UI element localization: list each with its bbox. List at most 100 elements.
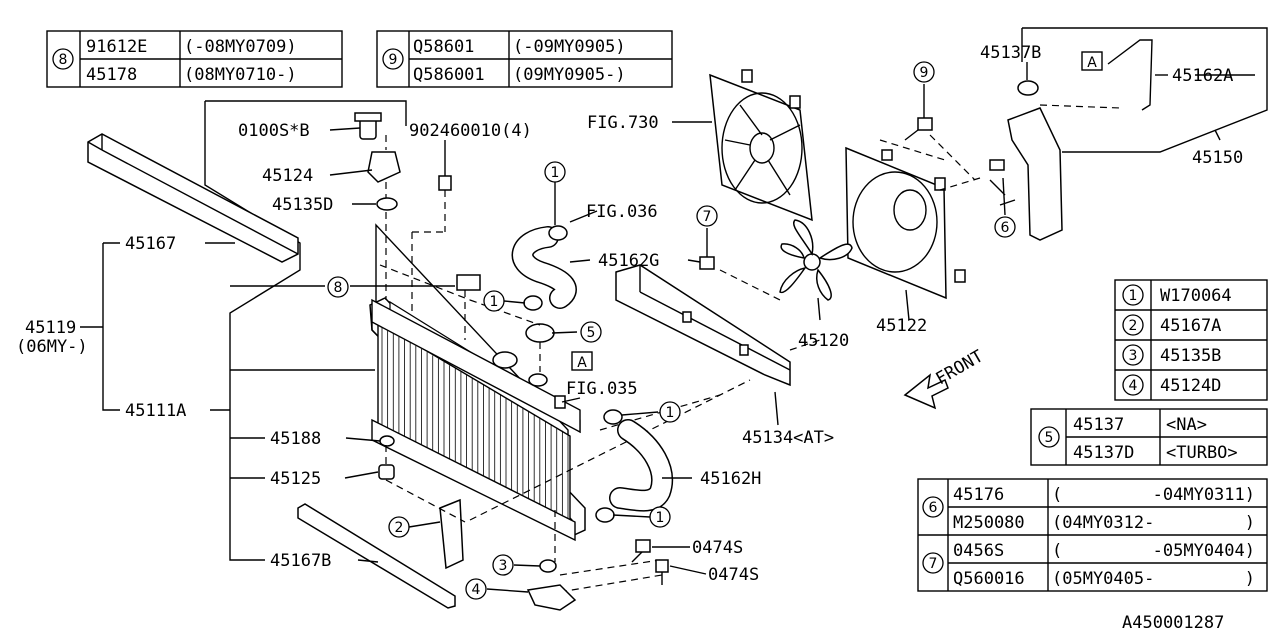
table14-part4: 45124D: [1160, 376, 1221, 396]
table5-row2-part: 45137D: [1073, 443, 1134, 463]
box-a-top-label: A: [1087, 55, 1097, 71]
table67-ref7: 7: [929, 556, 938, 572]
label-45167: 45167: [125, 234, 176, 254]
callout-5: 5: [587, 325, 596, 341]
label-45162g: 45162G: [598, 251, 659, 271]
label-0474s-lower: 0474S: [708, 565, 759, 585]
table14-part3: 45135B: [1160, 346, 1221, 366]
label-45134: 45134<AT>: [742, 428, 834, 448]
table14-part1: W170064: [1160, 286, 1232, 306]
table14-ref3: 3: [1129, 348, 1138, 364]
callout-6: 6: [1001, 220, 1010, 236]
label-45162a: 45162A: [1172, 66, 1233, 86]
table14-ref4: 4: [1129, 378, 1138, 394]
table67-g7-r1-to: -05MY0404): [1153, 541, 1255, 561]
callout-4: 4: [472, 582, 481, 598]
table67-g6-r2-from: (04MY0312-: [1052, 513, 1154, 533]
table67-g7-r1-part: 0456S: [953, 541, 1004, 561]
reservoir-leader-frame: [1021, 27, 1268, 153]
air-guide-45134: [615, 264, 791, 387]
table8-ref: 8: [59, 52, 68, 68]
label-902460010: 902460010(4): [409, 121, 532, 141]
table-ref-6-7: 6 7 45176 ( -04MY0311) M250080 (04MY0312…: [917, 478, 1268, 592]
reservoir-tank: [989, 39, 1153, 241]
table5-row2-range: <TURBO>: [1166, 443, 1238, 463]
diagram-id: A450001287: [1122, 613, 1224, 633]
table-ref-9: 9 Q58601 (-09MY0905) Q586001 (09MY0905-): [376, 30, 673, 88]
table67-g7-r1-from: (: [1052, 541, 1062, 561]
table67-g6-r2-to: ): [1245, 513, 1255, 533]
label-45162h: 45162H: [700, 469, 761, 489]
callout-3: 3: [499, 558, 508, 574]
label-45119: 45119: [25, 318, 76, 338]
table67-g7-r2-part: Q560016: [953, 569, 1025, 589]
table5-ref: 5: [1045, 430, 1054, 446]
label-45135d: 45135D: [272, 195, 333, 215]
table67-g7-r2-from: (05MY0405-: [1052, 569, 1154, 589]
table14-part2: 45167A: [1160, 316, 1221, 336]
radiator: [369, 223, 586, 542]
reference-box-a-top: A: [1081, 51, 1103, 71]
table67-g6-r2-part: M250080: [953, 513, 1025, 533]
table9-ref: 9: [389, 52, 398, 68]
label-0474s-upper: 0474S: [692, 538, 743, 558]
table9-row1-range: (-09MY0905): [513, 37, 626, 57]
fan-shroud-45122: [845, 146, 966, 300]
label-45119-note: (06MY-): [16, 337, 88, 357]
upper-radiator-hose: [511, 225, 577, 311]
label-0100s-b: 0100S*B: [238, 121, 310, 141]
callout-2: 2: [395, 520, 404, 536]
table5-row1-range: <NA>: [1166, 415, 1207, 435]
lower-radiator-bracket: [297, 503, 456, 609]
table8-row1-part: 91612E: [86, 37, 147, 57]
callout-1-mid: 1: [490, 294, 499, 310]
dashed-guides-right: [719, 104, 1121, 351]
upper-radiator-bracket: [87, 133, 299, 263]
table5-row1-part: 45137: [1073, 415, 1124, 435]
label-45125: 45125: [270, 469, 321, 489]
fan-shroud-fig730: [709, 69, 813, 222]
front-arrow: [903, 373, 949, 410]
callouts: 1 1 1 1 2 3 4 5 6 7 8 9: [327, 61, 1016, 600]
table8-row1-range: (-08MY0709): [184, 37, 297, 57]
reference-box-a-mid: A: [571, 351, 593, 371]
callout-9: 9: [920, 65, 929, 81]
table67-g6-r1-to: -04MY0311): [1153, 485, 1255, 505]
box-a-mid-label: A: [577, 355, 587, 371]
table-ref-8: 8 91612E (-08MY0709) 45178 (08MY0710-): [46, 30, 343, 88]
table9-row2-range: (09MY0905-): [513, 65, 626, 85]
table67-g6-r1-from: (: [1052, 485, 1062, 505]
callout-1-bottom: 1: [656, 510, 665, 526]
label-fig035: FIG.035: [566, 379, 638, 399]
table9-row1-part: Q58601: [413, 37, 474, 57]
bolts: [526, 117, 933, 611]
dashed-guides-left: [379, 135, 751, 593]
table-ref-1-4: 1 2 3 4 W170064 45167A 45135B 45124D: [1114, 279, 1268, 401]
table67-g7-r2-to: ): [1245, 569, 1255, 589]
table67-ref6: 6: [929, 500, 938, 516]
table8-row2-part: 45178: [86, 65, 137, 85]
label-45167b: 45167B: [270, 551, 331, 571]
label-45188: 45188: [270, 429, 321, 449]
label-45150: 45150: [1192, 148, 1243, 168]
part-labels: 0100S*B 902460010(4) 45124 45135D 45167 …: [16, 43, 1243, 633]
cooling-fan: [779, 219, 853, 301]
table9-row2-part: Q586001: [413, 65, 485, 85]
label-leaders: [329, 62, 1028, 593]
label-45124: 45124: [262, 166, 313, 186]
table8-row2-range: (08MY0710-): [184, 65, 297, 85]
left-leader-frame: [80, 100, 455, 561]
label-45137b: 45137B: [980, 43, 1041, 63]
callout-1-right: 1: [666, 405, 675, 421]
table67-g6-r1-part: 45176: [953, 485, 1004, 505]
callout-7: 7: [703, 209, 712, 225]
label-front: FRONT: [933, 346, 987, 389]
table14-ref1: 1: [1129, 288, 1138, 304]
small-parts-left: [354, 112, 555, 570]
callout-1-top: 1: [551, 165, 560, 181]
callout-8: 8: [334, 280, 343, 296]
label-fig036: FIG.036: [586, 202, 658, 222]
label-45111a: 45111A: [125, 401, 186, 421]
